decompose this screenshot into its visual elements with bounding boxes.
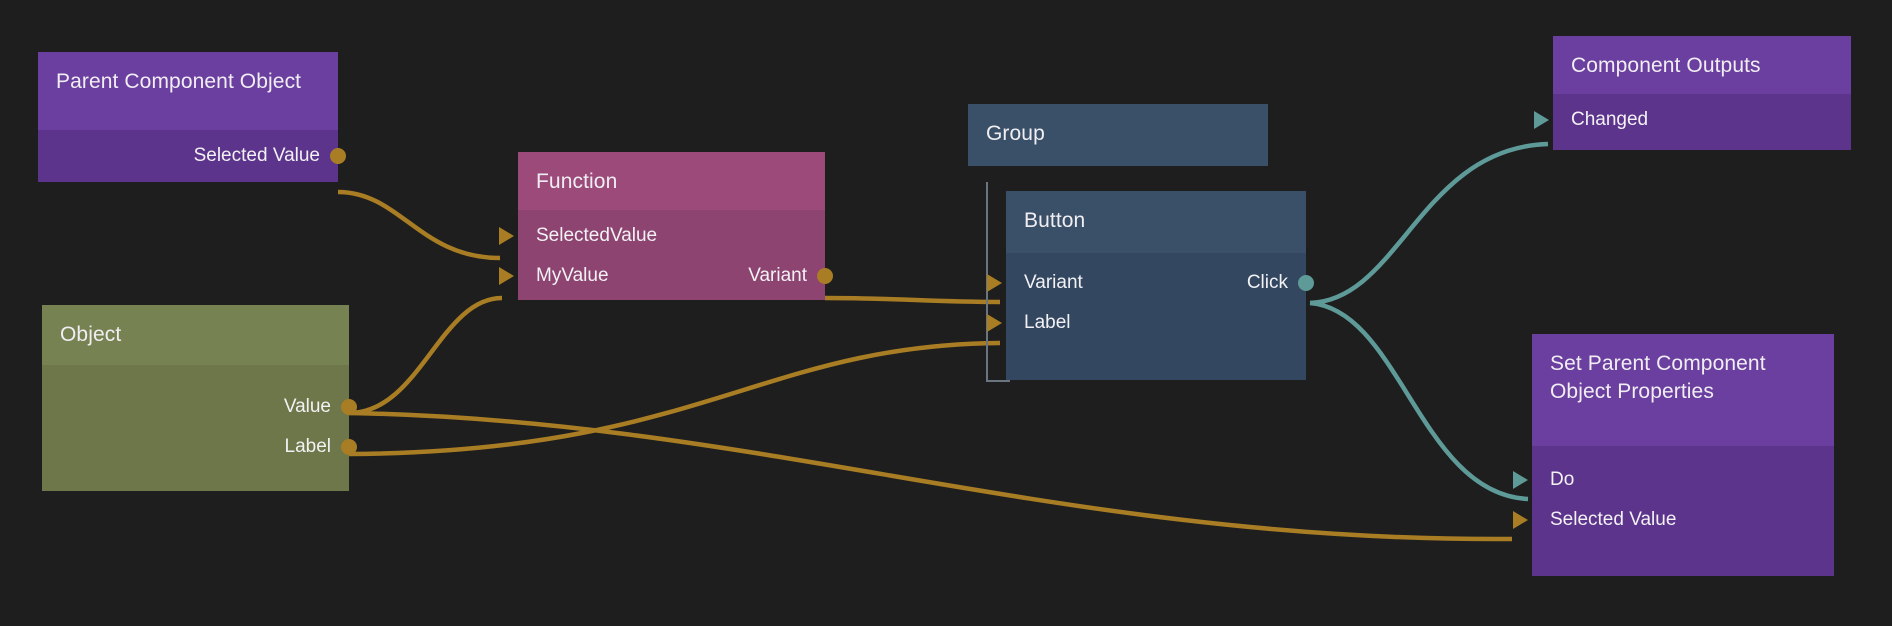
port-label: Selected Value [1550, 509, 1677, 530]
edge-object-value-to-setparent-selectedvalue [348, 410, 1513, 542]
port-label: Selected Value [193, 145, 320, 166]
port-label: Changed [1571, 109, 1649, 130]
node-body: Changed [1534, 94, 1851, 150]
port-label: Do [1550, 469, 1575, 490]
node-body: Do Selected Value [1513, 446, 1834, 576]
port-dot-icon[interactable] [330, 148, 346, 164]
node-parent-component-object[interactable]: Parent Component Object Selected Value [38, 52, 346, 182]
input-port-selectedvalue[interactable]: SelectedValue [499, 216, 825, 256]
edge-button-click-to-setparent-do [1309, 300, 1529, 502]
port-arrow-icon[interactable] [1513, 471, 1528, 489]
port-arrow-icon[interactable] [499, 267, 514, 285]
node-body: SelectedValue MyValue Variant [499, 210, 833, 300]
node-body: Variant Click Label [987, 253, 1314, 380]
port-dot-icon[interactable] [817, 268, 833, 284]
input-port-changed[interactable]: Changed [1534, 100, 1851, 140]
port-label: MyValue [536, 265, 609, 286]
port-label: Label [1024, 312, 1071, 333]
input-port-selected-value[interactable]: Selected Value [1513, 500, 1834, 540]
node-title: Component Outputs [1553, 36, 1851, 94]
port-label: Variant [748, 265, 807, 286]
node-body: Selected Value [38, 130, 346, 182]
node-title: Parent Component Object [38, 52, 338, 130]
port-label: Variant [1024, 272, 1083, 293]
port-label: Click [1246, 272, 1288, 293]
edge-object-label-to-button-label [348, 340, 1001, 457]
edge-button-click-to-component-outputs-changed [1309, 141, 1549, 306]
node-group[interactable]: Group [968, 104, 1268, 166]
port-label: Value [283, 396, 331, 417]
node-title: Group [968, 104, 1268, 166]
node-component-outputs[interactable]: Component Outputs Changed [1534, 36, 1851, 150]
port-arrow-icon[interactable] [1513, 511, 1528, 529]
port-label: Label [284, 436, 332, 457]
output-port-selected-value[interactable]: Selected Value [38, 136, 346, 176]
node-title: Object [42, 305, 349, 365]
input-port-myvalue-and-output-variant[interactable]: MyValue Variant [499, 256, 833, 296]
node-function[interactable]: Function SelectedValue MyValue Variant [499, 152, 833, 300]
port-arrow-icon[interactable] [987, 314, 1002, 332]
edge-function-variant-to-button-variant [824, 295, 1001, 305]
port-arrow-icon[interactable] [499, 227, 514, 245]
input-port-do[interactable]: Do [1513, 460, 1834, 500]
input-port-variant-and-output-click[interactable]: Variant Click [987, 263, 1314, 303]
output-port-label[interactable]: Label [42, 427, 357, 467]
port-dot-icon[interactable] [1298, 275, 1314, 291]
edge-object-value-to-function-myvalue [348, 295, 503, 416]
node-button[interactable]: Button Variant Click Label [987, 191, 1314, 380]
port-label: SelectedValue [536, 225, 658, 246]
output-port-value[interactable]: Value [42, 387, 357, 427]
port-arrow-icon[interactable] [987, 274, 1002, 292]
input-port-label[interactable]: Label [987, 303, 1306, 343]
port-dot-icon[interactable] [341, 439, 357, 455]
node-object[interactable]: Object Value Label [42, 305, 357, 491]
node-set-parent-component-object-properties[interactable]: Set Parent Component Object Properties D… [1513, 334, 1834, 576]
node-title: Button [1006, 191, 1306, 253]
port-arrow-icon[interactable] [1534, 111, 1549, 129]
node-title: Function [518, 152, 825, 210]
node-title: Set Parent Component Object Properties [1532, 334, 1834, 446]
node-body: Value Label [42, 365, 357, 491]
port-dot-icon[interactable] [341, 399, 357, 415]
edge-parent-selectedvalue-to-function-selectedvalue [337, 189, 501, 261]
